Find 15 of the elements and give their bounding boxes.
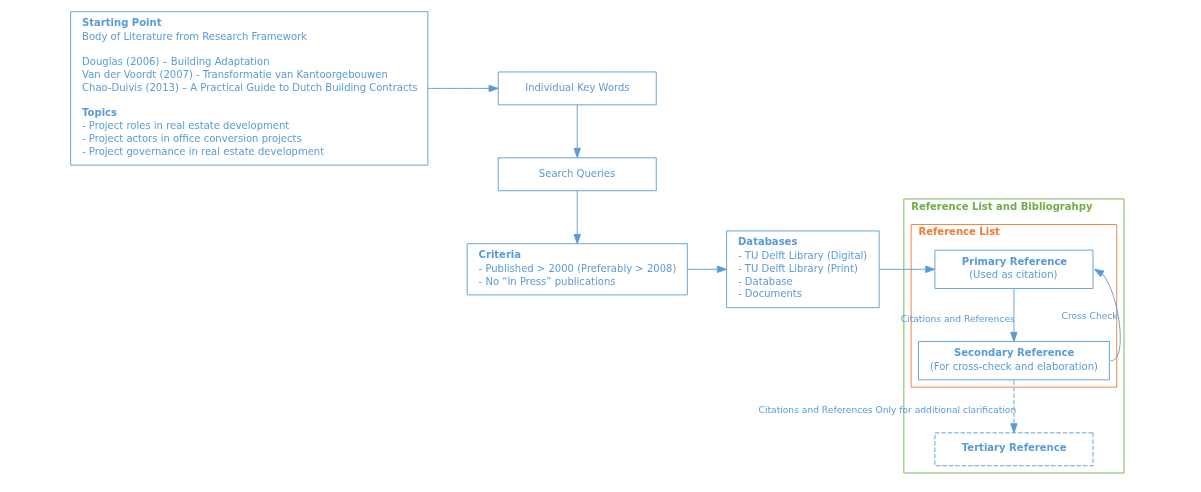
node-box: Secondary Reference (For cross-check and elaboration): [917, 341, 1110, 381]
arrow: [878, 265, 935, 273]
node-box: Primary Reference (Used as citation): [933, 249, 1093, 289]
arrow: [427, 84, 499, 93]
arrow: [1009, 379, 1018, 434]
node-box: Databases - TU Delft Library (Digital) - TU Delft Library (Print) - Database - Documents: [725, 230, 880, 309]
arrow: [1009, 288, 1018, 342]
node-box: Starting Point Body of Literature from Research Framework Douglas (2006) – Building Adaptation Van der Voordt (2007) - Transformatie van Kantoorgebouwen Chao-Duivis (2013) – A Practical Guide to Dutch Building Contracts Topics - Project roles in real estate development - Project actors in office conversion projects - Project governance in real estate development: [69, 11, 428, 166]
arrow: [573, 190, 581, 245]
arrow: [686, 265, 727, 273]
node-box: Criteria - Published > 2000 (Preferably > 2008) - No “In Press” publications: [466, 243, 688, 296]
node-box: Tertiary Reference: [933, 432, 1093, 467]
node-box: Search Queries: [497, 157, 657, 192]
node-box: Individual Key Words: [497, 71, 657, 106]
arrow: [573, 104, 581, 158]
